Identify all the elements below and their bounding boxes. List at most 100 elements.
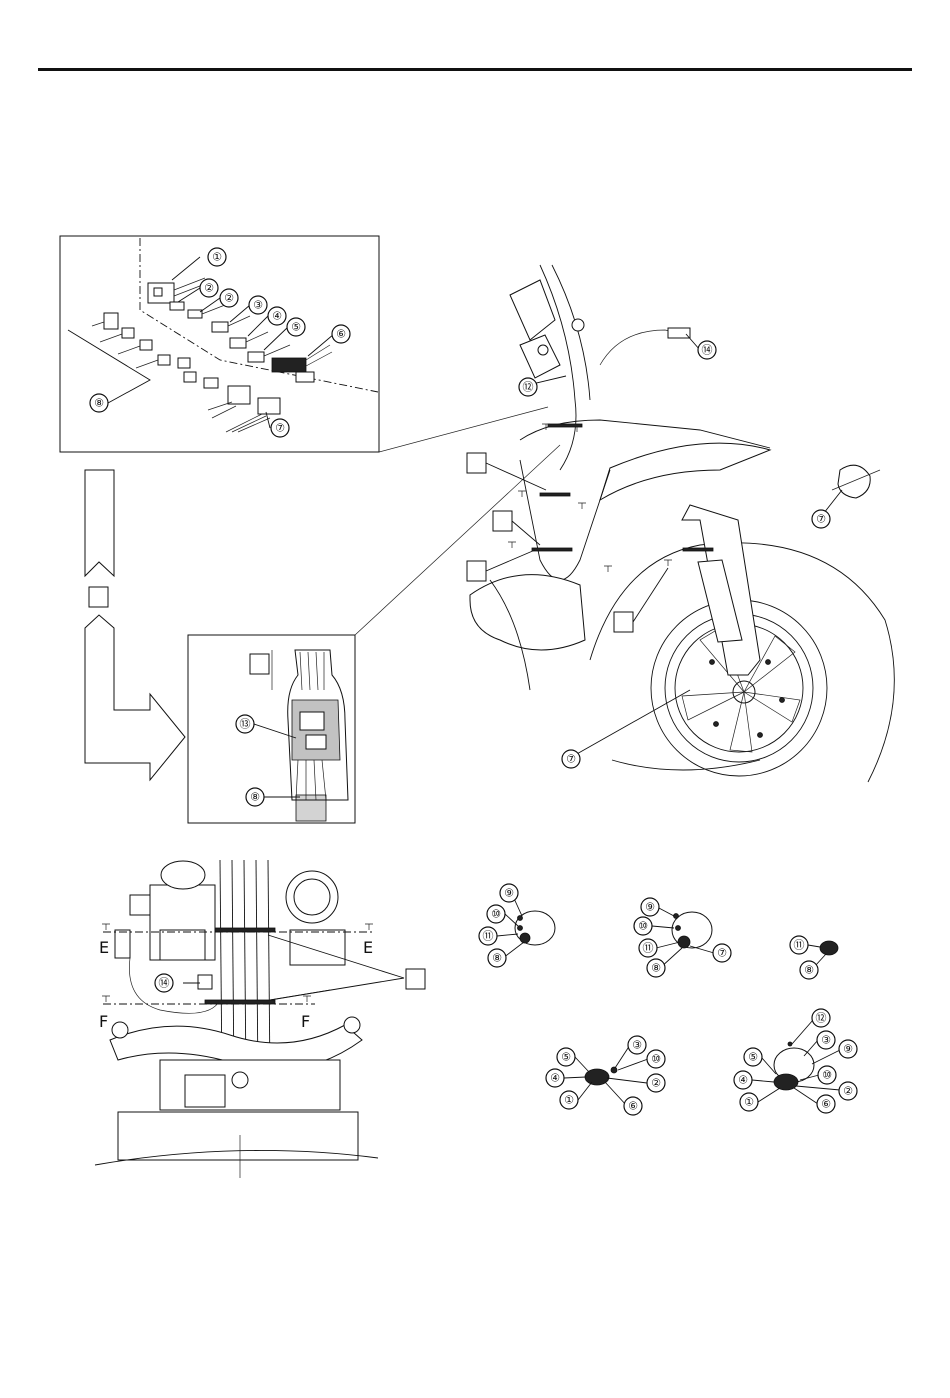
inset-pointer [379, 407, 548, 452]
label-box-4 [614, 612, 633, 632]
label-box-frame [406, 969, 425, 989]
callout-8-c: ⑧ [800, 961, 818, 979]
callout-2-d: ② [647, 1074, 665, 1092]
callout-12-front: ⑫ [519, 378, 537, 396]
svg-text:④: ④ [738, 1074, 748, 1087]
svg-text:⑥: ⑥ [821, 1098, 831, 1111]
label-box-2 [493, 511, 512, 531]
callout-6-d: ⑥ [624, 1097, 642, 1115]
callout-5-e: ⑤ [744, 1048, 762, 1066]
svg-text:③: ③ [253, 299, 263, 312]
connector-inset: ① ② ② ③ ④ ⑤ ⑥ ⑧ ⑦ [60, 236, 379, 452]
section-e: ⑫ ③ ⑨ ⑩ ② ⑥ ⑤ ④ ① [734, 1009, 857, 1113]
svg-text:⑧: ⑧ [94, 397, 104, 410]
section-label-f-left: F [99, 1012, 108, 1031]
svg-text:⑧: ⑧ [492, 952, 502, 965]
svg-text:⑭: ⑭ [702, 344, 713, 357]
svg-text:⑦: ⑦ [566, 753, 576, 766]
detail-inset: ⑬ ⑧ [188, 635, 355, 823]
svg-text:③: ③ [632, 1039, 642, 1052]
svg-text:①: ① [564, 1094, 574, 1107]
svg-text:②: ② [651, 1077, 661, 1090]
svg-text:⑪: ⑪ [794, 939, 805, 952]
callout-14-front: ⑭ [698, 341, 716, 359]
callout-7-horn: ⑦ [812, 510, 830, 528]
svg-text:③: ③ [821, 1034, 831, 1047]
callout-3-e: ③ [817, 1031, 835, 1049]
motorcycle-front: ⑭ ⑫ ⑦ ⑦ [467, 265, 894, 782]
svg-text:⑦: ⑦ [275, 422, 285, 435]
svg-text:⑪: ⑪ [643, 942, 654, 955]
svg-text:⑥: ⑥ [336, 328, 346, 341]
svg-text:⑤: ⑤ [561, 1051, 571, 1064]
svg-text:⑭: ⑭ [159, 977, 170, 990]
label-box-3 [467, 561, 486, 581]
section-details: ⑨ ⑩ ⑪ ⑧ ⑨ ⑩ ⑪ ⑧ ⑦ ⑪ ⑧ [479, 884, 857, 1115]
callout-3-d: ③ [628, 1036, 646, 1054]
callout-4: ④ [268, 307, 286, 325]
svg-text:⑦: ⑦ [816, 513, 826, 526]
callout-14-frame: ⑭ [155, 974, 173, 992]
callout-1: ① [208, 248, 226, 266]
svg-text:⑫: ⑫ [523, 381, 534, 394]
callout-7-wheel: ⑦ [562, 750, 580, 768]
callout-3: ③ [249, 296, 267, 314]
callout-9-e: ⑨ [839, 1040, 857, 1058]
svg-text:⑧: ⑧ [250, 791, 260, 804]
callout-8-b: ⑧ [647, 959, 665, 977]
svg-text:⑧: ⑧ [804, 964, 814, 977]
svg-text:⑥: ⑥ [628, 1100, 638, 1113]
callout-5-d: ⑤ [557, 1048, 575, 1066]
svg-text:②: ② [204, 282, 214, 295]
callout-11-a: ⑪ [479, 927, 497, 945]
svg-text:⑩: ⑩ [822, 1069, 832, 1082]
callout-2: ② [200, 279, 218, 297]
callout-1-d: ① [560, 1091, 578, 1109]
section-c: ⑪ ⑧ [790, 936, 838, 979]
svg-text:⑩: ⑩ [638, 920, 648, 933]
callout-6: ⑥ [332, 325, 350, 343]
callout-9-b: ⑨ [641, 898, 659, 916]
section-a: ⑨ ⑩ ⑪ ⑧ [479, 884, 555, 967]
callout-8-detail: ⑧ [246, 788, 264, 806]
callout-4-d: ④ [546, 1069, 564, 1087]
svg-text:⑦: ⑦ [717, 947, 727, 960]
callout-7-b: ⑦ [713, 944, 731, 962]
callout-10-d: ⑩ [647, 1050, 665, 1068]
callout-7: ⑦ [271, 419, 289, 437]
svg-text:⑤: ⑤ [291, 321, 301, 334]
callout-10-a: ⑩ [487, 905, 505, 923]
callout-5: ⑤ [287, 318, 305, 336]
section-label-e-left: E [99, 938, 109, 957]
callout-13: ⑬ [236, 715, 254, 733]
svg-text:⑫: ⑫ [816, 1012, 827, 1025]
callout-8: ⑧ [90, 394, 108, 412]
svg-text:④: ④ [272, 310, 282, 323]
svg-text:⑧: ⑧ [651, 962, 661, 975]
header-rule [38, 68, 912, 71]
callout-1-e: ① [740, 1093, 758, 1111]
section-d: ⑤ ④ ① ⑥ ③ ⑩ ② [546, 1036, 665, 1115]
callout-10-b: ⑩ [634, 917, 652, 935]
callout-11-b: ⑪ [639, 939, 657, 957]
label-box [89, 587, 108, 607]
svg-text:⑨: ⑨ [645, 901, 655, 914]
svg-text:②: ② [224, 292, 234, 305]
callout-10-e: ⑩ [818, 1066, 836, 1084]
svg-text:⑨: ⑨ [843, 1043, 853, 1056]
callout-8-a: ⑧ [488, 949, 506, 967]
label-box-1 [467, 453, 486, 473]
flow-arrows [85, 470, 185, 780]
svg-text:⑪: ⑪ [483, 930, 494, 943]
svg-text:④: ④ [550, 1072, 560, 1085]
callout-9-a: ⑨ [500, 884, 518, 902]
svg-text:①: ① [744, 1096, 754, 1109]
callout-2b: ② [220, 289, 238, 307]
section-b: ⑨ ⑩ ⑪ ⑧ ⑦ [634, 898, 731, 977]
callout-6-e: ⑥ [817, 1095, 835, 1113]
svg-text:⑤: ⑤ [748, 1051, 758, 1064]
callout-12-e: ⑫ [812, 1009, 830, 1027]
callout-4-e: ④ [734, 1071, 752, 1089]
section-label-f-right: F [301, 1012, 310, 1031]
svg-text:⑬: ⑬ [240, 718, 251, 731]
